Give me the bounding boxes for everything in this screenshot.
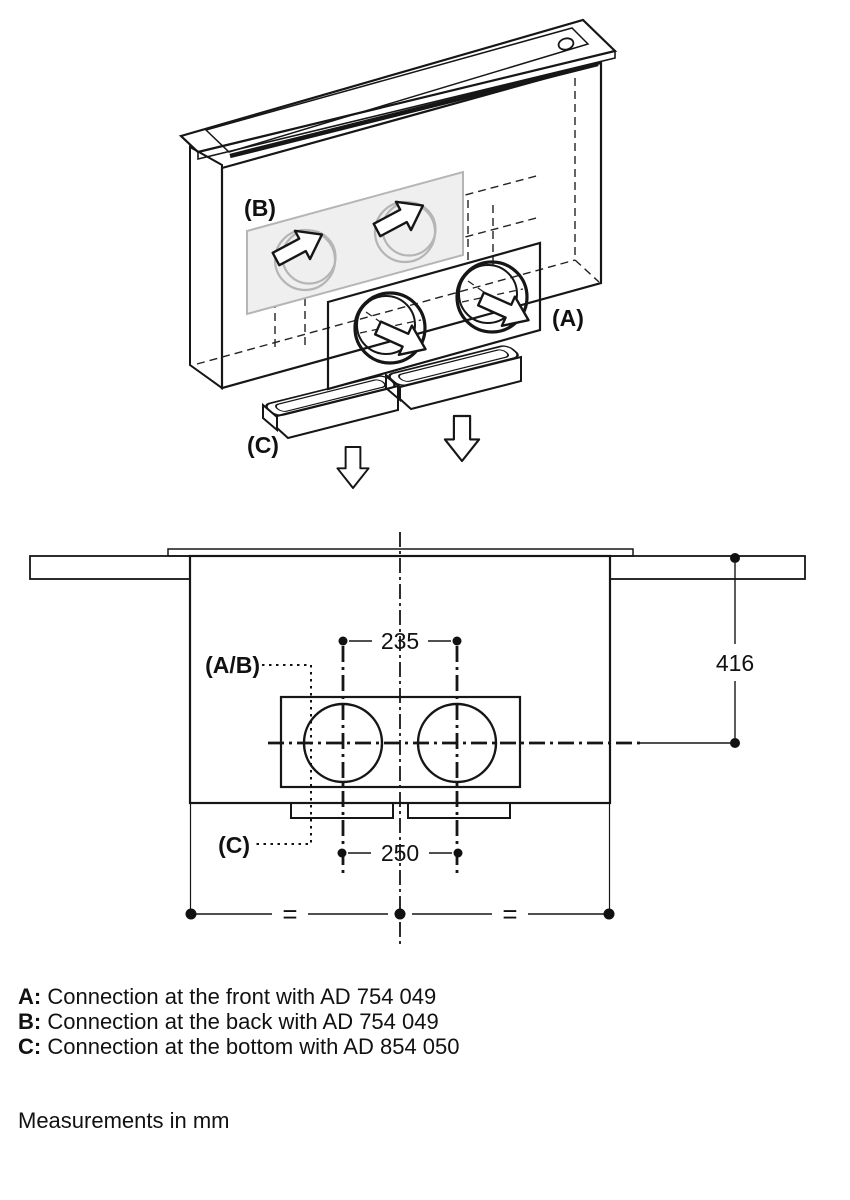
legend-key-c: C: [18,1034,42,1059]
isometric-connection-diagram: (B) (A) (C) [178,18,618,489]
dimension-235: 235 [338,628,462,654]
connection-panel-b [246,170,464,316]
bottom-duct-trays [262,345,522,440]
legend-key-a: A: [18,984,42,1009]
airflow-arrow-b [271,200,425,267]
svg-text:250: 250 [381,840,419,866]
airflow-arrow-a [373,291,530,357]
installation-dimension-diagram: 235 416 250 (A/B) (C) [29,532,806,946]
trim-slot [229,61,599,159]
dim-label-ab: (A/B) [205,652,260,678]
legend-row-c: C: Connection at the bottom with AD 854 … [18,1034,460,1059]
airflow-arrow-c [336,414,481,489]
dimension-416: 416 [640,553,754,748]
equal-sign-left: = [282,899,297,929]
hood-body-left-face [189,145,223,390]
dimension-250: 250 [337,840,463,866]
svg-text:416: 416 [716,650,754,676]
equal-sign-right: = [502,899,517,929]
legend-text-b: Connection at the back with AD 754 049 [47,1009,439,1034]
iso-label-c: (C) [247,432,279,458]
connection-legend: A: Connection at the front with AD 754 0… [18,984,460,1059]
duct-center-lines [268,646,640,878]
centering-dimension: = = [185,803,615,929]
legend-key-b: B: [18,1009,42,1034]
panel-a-duct-collars [353,260,529,365]
svg-text:235: 235 [381,628,419,654]
connection-panel-a [326,241,542,391]
iso-label-b: (B) [244,195,276,221]
hood-body-front-face [220,61,603,390]
legend-row-b: B: Connection at the back with AD 754 04… [18,1009,460,1034]
legend-text-a: Connection at the front with AD 754 049 [47,984,437,1009]
legend-text-c: Connection at the bottom with AD 854 050 [47,1034,460,1059]
trim-hole [557,37,575,51]
trim-recess-outline [204,27,590,153]
dim-label-c: (C) [218,832,250,858]
hood-top-trim [178,18,618,161]
bottom-tray-right-front-view [407,802,511,819]
worktop-section [29,555,806,580]
legend-row-a: A: Connection at the front with AD 754 0… [18,984,460,1009]
iso-label-a: (A) [552,305,584,331]
bottom-tray-left-front-view [290,802,394,819]
measurement-unit-note: Measurements in mm [18,1108,230,1133]
